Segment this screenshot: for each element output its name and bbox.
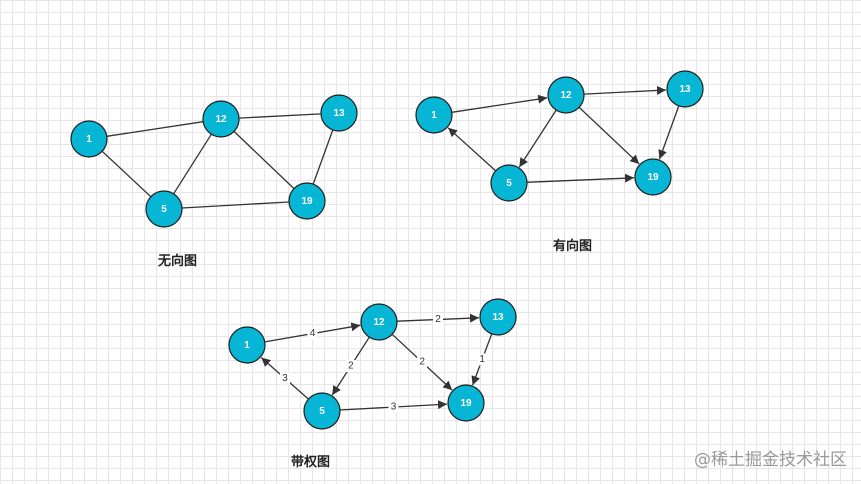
directed-node-circle-19 xyxy=(634,158,672,196)
undirected-node-19: 19 xyxy=(288,182,326,220)
undirected-edge-12-5 xyxy=(173,133,212,195)
weighted-edge-weight-12-5: 2 xyxy=(348,361,354,372)
directed-edge-13-19 xyxy=(658,105,680,160)
undirected-node-circle-19 xyxy=(288,182,326,220)
weighted-node-label-13: 13 xyxy=(492,312,504,323)
undirected-node-label-5: 5 xyxy=(161,204,167,215)
directed-node-label-12: 12 xyxy=(560,90,572,101)
undirected-edge-12-19 xyxy=(233,130,295,190)
weighted-edge-weight-bg-12-5 xyxy=(345,360,356,373)
directed-edge-12-19 xyxy=(578,106,640,165)
weighted-node-12: 12 xyxy=(360,303,398,341)
undirected-node-circle-1 xyxy=(70,120,108,158)
undirected-edge-13-19 xyxy=(312,129,334,185)
weighted-node-label-19: 19 xyxy=(460,398,472,409)
undirected-node-circle-12 xyxy=(202,100,240,138)
directed-edge-5-1 xyxy=(447,127,497,172)
weighted-edge-weight-bg-5-19 xyxy=(388,401,399,413)
weighted-node-label-12: 12 xyxy=(373,317,385,328)
directed-edge-5-19 xyxy=(526,173,635,183)
weighted-node-circle-5 xyxy=(303,392,341,430)
undirected-node-label-1: 1 xyxy=(86,134,92,145)
weighted-node-circle-13 xyxy=(479,298,517,336)
undirected-edge-5-19 xyxy=(181,201,290,209)
weighted-node-1: 1 xyxy=(228,326,266,364)
weighted-edge-weight-12-19: 2 xyxy=(419,357,425,368)
weighted-node-circle-19 xyxy=(447,384,485,422)
directed-node-12: 12 xyxy=(547,76,585,114)
weighted-edge-weight-bg-13-19 xyxy=(477,353,488,366)
undirected-node-label-12: 12 xyxy=(215,114,227,125)
directed-node-circle-13 xyxy=(666,70,704,108)
directed-node-label-19: 19 xyxy=(647,172,659,183)
undirected-edge-12-13 xyxy=(238,113,322,119)
caption-directed-graph: 有向图 xyxy=(553,239,593,254)
weighted-edge-weight-13-19: 1 xyxy=(479,354,485,365)
directed-node-circle-12 xyxy=(547,76,585,114)
undirected-node-label-19: 19 xyxy=(301,196,313,207)
directed-node-label-5: 5 xyxy=(506,178,512,189)
directed-node-label-1: 1 xyxy=(431,110,437,121)
weighted-node-19: 19 xyxy=(447,384,485,422)
weighted-edge-weight-12-13: 2 xyxy=(435,314,441,325)
undirected-node-5: 5 xyxy=(145,190,183,228)
undirected-node-13: 13 xyxy=(320,94,358,132)
weighted-node-5: 5 xyxy=(303,392,341,430)
weighted-node-label-5: 5 xyxy=(319,406,325,417)
undirected-node-12: 12 xyxy=(202,100,240,138)
weighted-edge-weight-5-1: 3 xyxy=(282,373,288,384)
undirected-node-circle-13 xyxy=(320,94,358,132)
weighted-edge-weight-1-12: 4 xyxy=(310,328,316,339)
directed-node-5: 5 xyxy=(490,164,528,202)
directed-node-label-13: 13 xyxy=(679,84,691,95)
directed-edge-12-5 xyxy=(518,109,557,168)
directed-node-1: 1 xyxy=(415,96,453,134)
directed-node-19: 19 xyxy=(634,158,672,196)
directed-node-circle-5 xyxy=(490,164,528,202)
undirected-edge-1-12 xyxy=(106,121,204,137)
caption-undirected-graph: 无向图 xyxy=(158,254,198,269)
weighted-edge-weight-bg-5-1 xyxy=(279,372,290,385)
caption-weighted-graph: 带权图 xyxy=(291,455,331,470)
weighted-edge-weight-bg-12-13 xyxy=(433,313,443,326)
watermark: @稀土掘金技术社区 xyxy=(694,450,847,470)
weighted-node-circle-1 xyxy=(228,326,266,364)
directed-edge-1-12 xyxy=(451,94,548,113)
weighted-edge-weight-bg-12-19 xyxy=(417,356,428,369)
directed-node-circle-1 xyxy=(415,96,453,134)
directed-node-13: 13 xyxy=(666,70,704,108)
directed-edge-12-13 xyxy=(583,85,667,95)
weighted-node-circle-12 xyxy=(360,303,398,341)
weighted-node-13: 13 xyxy=(479,298,517,336)
undirected-node-label-13: 13 xyxy=(333,108,345,119)
undirected-node-circle-5 xyxy=(145,190,183,228)
weighted-node-label-1: 1 xyxy=(244,340,250,351)
undirected-node-1: 1 xyxy=(70,120,108,158)
weighted-edge-weight-5-19: 3 xyxy=(391,402,397,413)
undirected-edge-1-5 xyxy=(101,150,152,198)
weighted-edge-weight-bg-1-12 xyxy=(307,327,318,340)
